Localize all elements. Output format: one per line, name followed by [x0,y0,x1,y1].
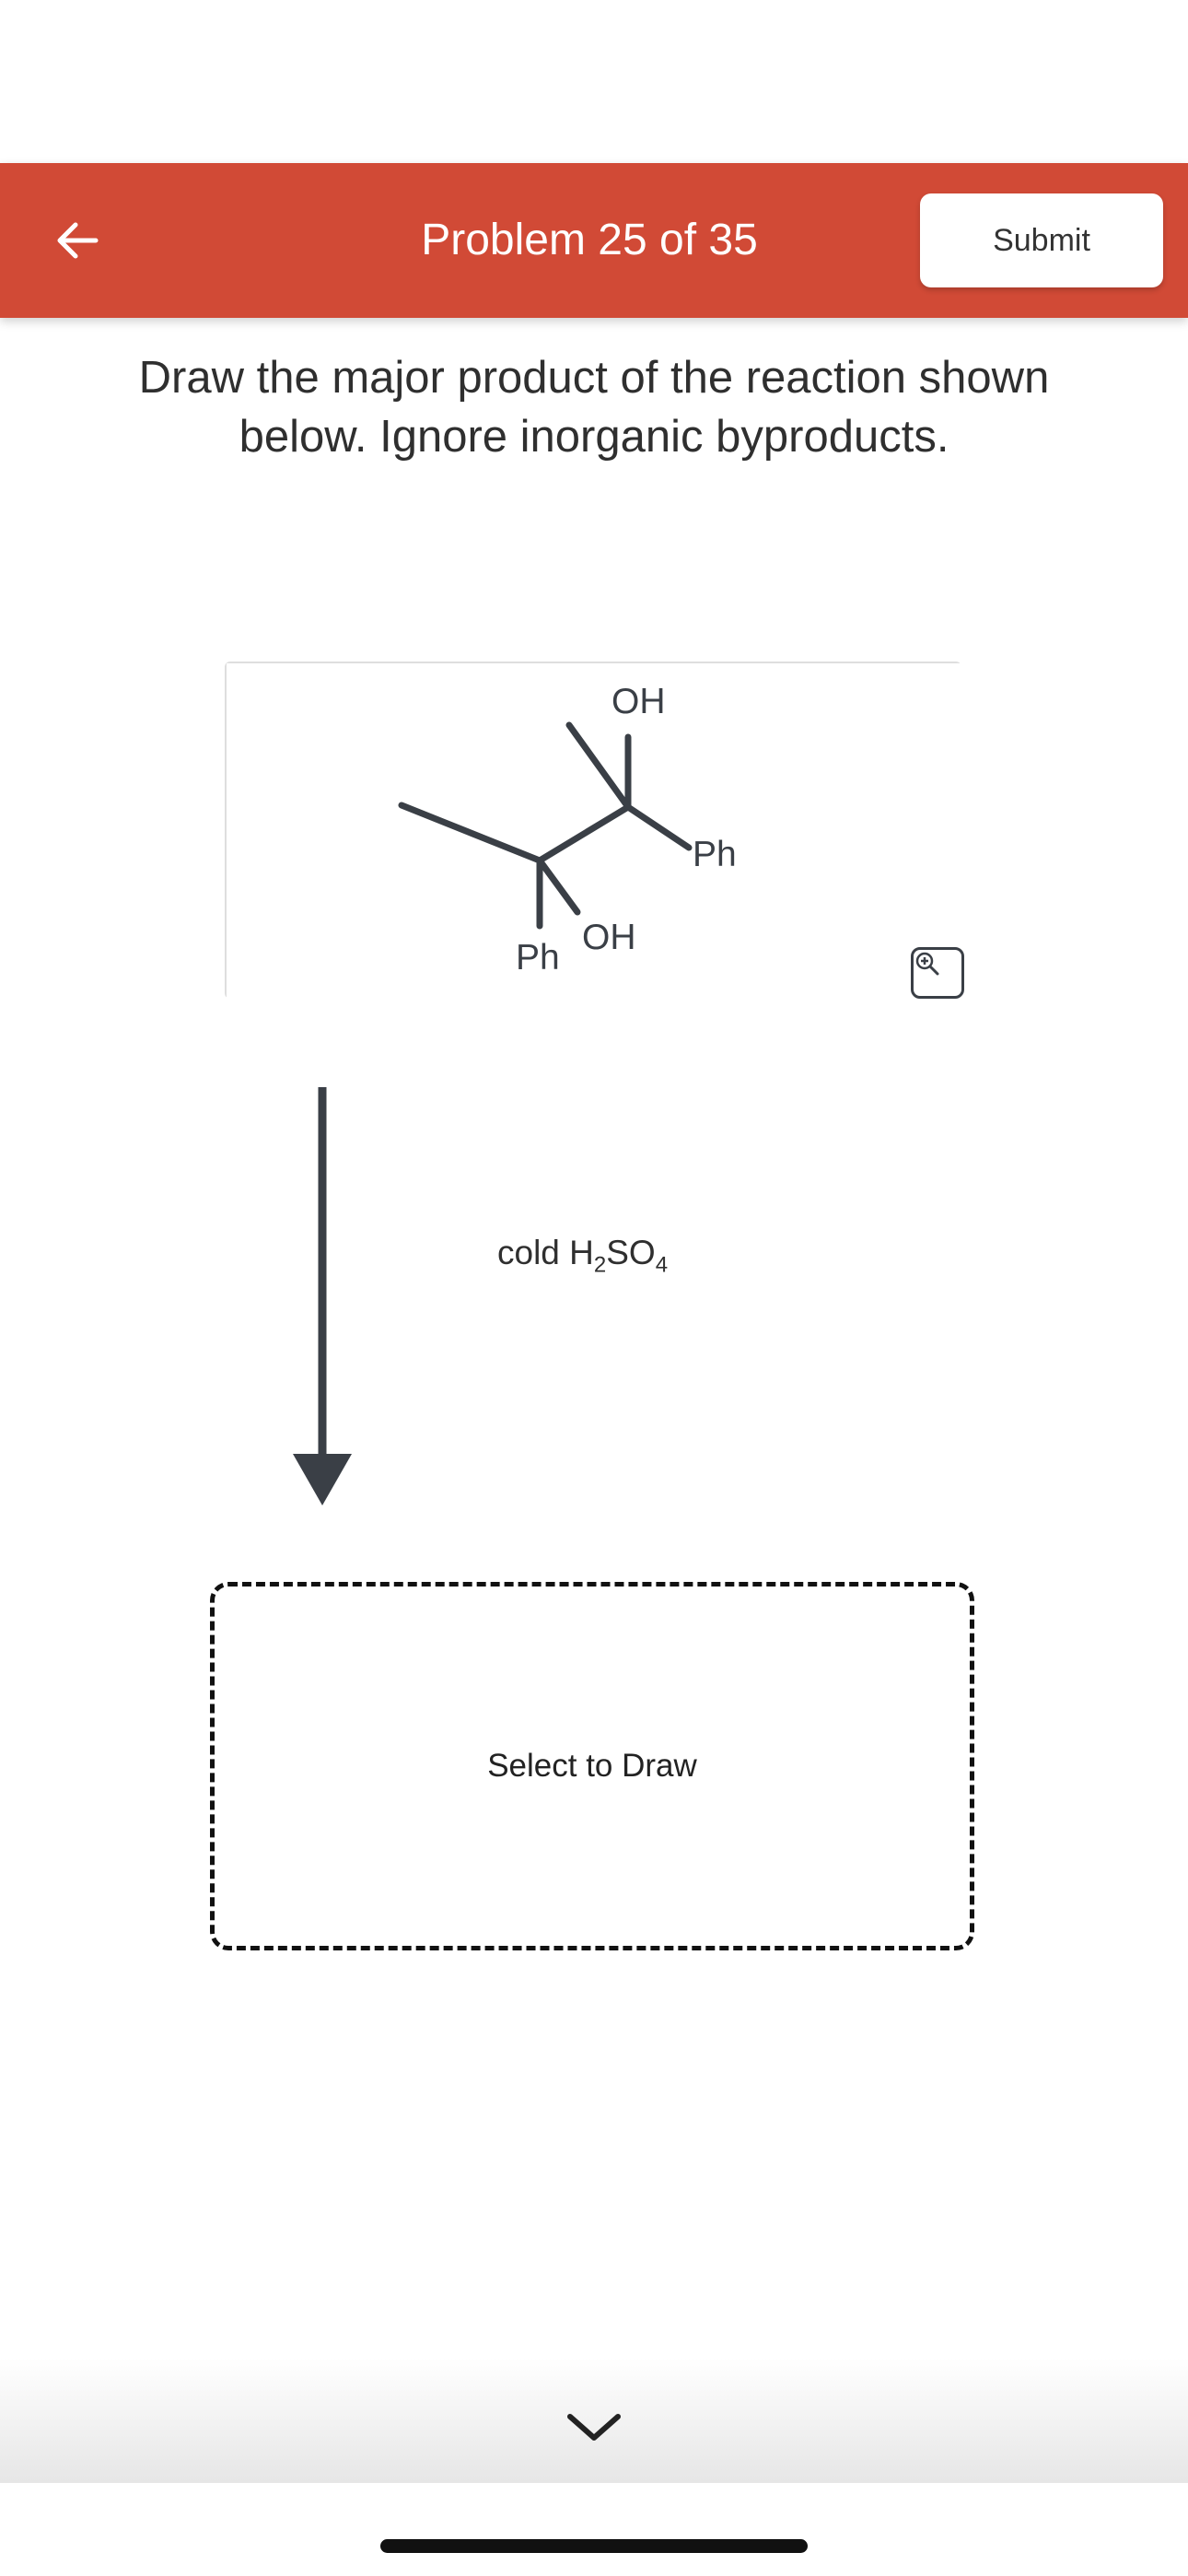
reagent-label: cold H2SO4 [497,1231,755,1287]
reactant-bonds [227,663,963,1001]
answer-drawing-area[interactable]: Select to Draw [210,1582,974,1950]
question-line-1: Draw the major product of the reaction s… [138,353,1050,403]
reagent-text-prefix: cold H [497,1234,594,1271]
problem-counter: Problem 25 of 35 [421,216,758,264]
bottom-fade [0,2359,1188,2483]
arrow-left-icon [57,222,99,259]
reagent-subscript-1: 2 [593,1252,607,1278]
question-line-2: below. Ignore inorganic byproducts. [239,412,949,462]
top-bar: Problem 25 of 35 Submit [0,163,1188,318]
label-oh-top: OH [611,682,666,721]
question-text: Draw the major product of the reaction s… [83,348,1105,466]
zoom-button[interactable] [911,947,964,999]
back-button[interactable] [37,200,118,281]
chevron-down-icon [567,2414,621,2441]
label-ph-bottom: Ph [516,938,560,978]
reaction-arrow [293,1087,352,1505]
submit-button[interactable]: Submit [920,193,1163,287]
zoom-in-icon [915,952,939,976]
reactant-structure-panel: OH Ph OH Ph [225,662,964,1001]
expand-button[interactable] [562,2405,626,2451]
reagent-text-mid: SO [606,1234,656,1271]
label-ph-right: Ph [693,835,737,874]
label-oh-bottom: OH [582,918,636,957]
reagent-subscript-2: 4 [655,1252,669,1278]
home-indicator [380,2539,808,2553]
select-to-draw-label: Select to Draw [487,1748,697,1784]
